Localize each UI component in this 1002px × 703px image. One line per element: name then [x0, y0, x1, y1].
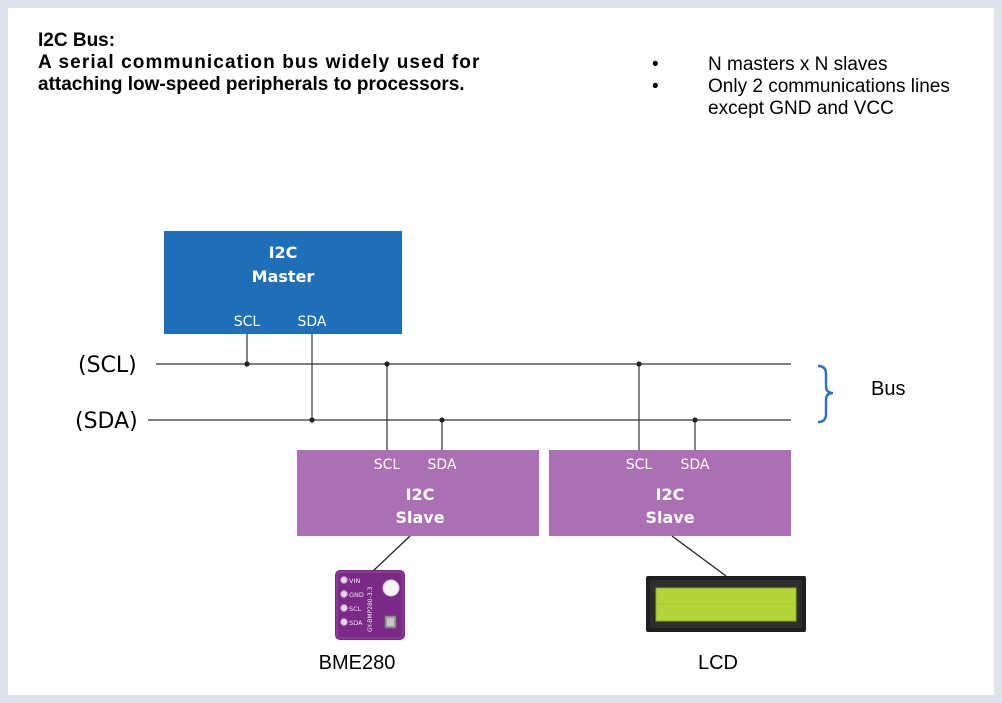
bme280-caption: BME280 [319, 652, 396, 674]
bullet-item: N masters x N slaves [638, 54, 978, 76]
master-box [164, 231, 402, 334]
heading-description-line1: A serial communication bus widely used f… [38, 52, 481, 73]
slave2-pin-scl: SCL [626, 457, 653, 473]
heading-description-line2: attaching low-speed peripherals to proce… [38, 74, 465, 95]
scl-line-label: (SCL) [78, 353, 137, 378]
master-label-line1: I2C [269, 243, 298, 262]
slave2-box [549, 450, 791, 536]
master-label-line2: Master [252, 267, 315, 286]
junction-dot [692, 417, 698, 423]
slave1-label-line2: Slave [395, 508, 444, 527]
slave1-pin-sda: SDA [428, 457, 457, 473]
bme-pin-vin: VIN [349, 577, 360, 585]
slave2-device-link [671, 535, 727, 577]
slave2-label-line1: I2C [656, 485, 685, 504]
slave1-device-link [371, 535, 411, 573]
bme-board-text: GY-BMP280-3.3 [367, 586, 374, 632]
lcd-caption: LCD [698, 652, 738, 674]
slave2-label-line2: Slave [645, 508, 694, 527]
bme-pin-scl: SCL [349, 605, 362, 613]
master-pin-sda: SDA [298, 314, 327, 330]
master-pin-scl: SCL [234, 314, 261, 330]
slave1-box [297, 450, 539, 536]
bme-pin-sda: SDA [349, 619, 363, 627]
junction-dot [244, 361, 250, 367]
bus-bracket-icon [817, 364, 834, 424]
bullet-list: N masters x N slaves Only 2 communicatio… [638, 54, 978, 120]
slide [8, 8, 994, 695]
slave1-label-line1: I2C [406, 485, 435, 504]
bme-pin-gnd: GND [349, 591, 364, 599]
sda-line-label: (SDA) [75, 409, 138, 434]
slave1-pin-scl: SCL [374, 457, 401, 473]
junction-dot [309, 417, 315, 423]
bullet-item: Only 2 communications lines except GND a… [638, 76, 978, 120]
junction-dot [384, 361, 390, 367]
heading-title: I2C Bus: [38, 30, 116, 51]
lcd-module-icon [646, 576, 806, 632]
slave2-pin-sda: SDA [681, 457, 710, 473]
bme280-board-icon: VIN GND SCL SDA GY-BMP280-3.3 [335, 570, 405, 640]
bus-label: Bus [871, 378, 905, 400]
junction-dot [636, 361, 642, 367]
junction-dot [439, 417, 445, 423]
heading-block: I2C Bus: A serial communication bus wide… [38, 30, 618, 96]
